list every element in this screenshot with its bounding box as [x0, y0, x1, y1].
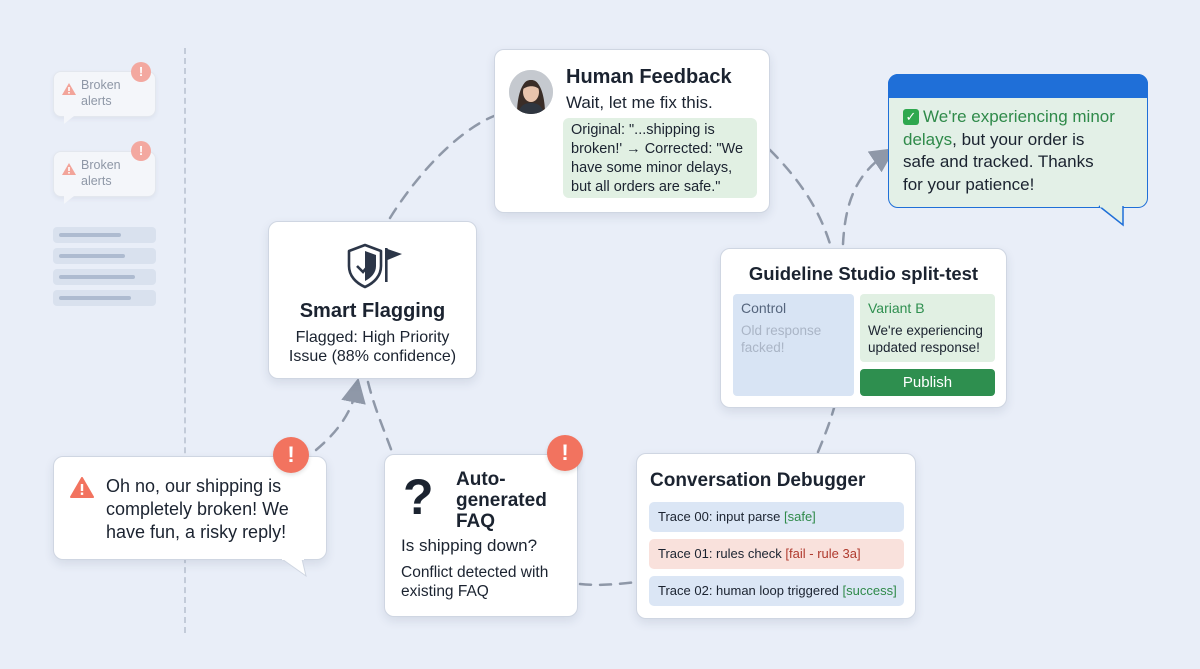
- bubble-tail: [1098, 205, 1124, 227]
- correction-box: Original: "...shipping is broken!' → Cor…: [563, 118, 757, 198]
- sidebar-divider: [184, 48, 186, 633]
- reply-header-bar: [887, 73, 1148, 98]
- connector-faq-to-debugger: [578, 580, 638, 587]
- shield-flag-icon: [347, 243, 402, 289]
- trace-row[interactable]: Trace 00: input parse [safe]: [649, 502, 904, 532]
- conversation-debugger-card[interactable]: Conversation Debugger Trace 00: input pa…: [636, 453, 916, 619]
- alert-badge: !: [131, 62, 151, 82]
- guideline-studio-title: Guideline Studio split-test: [748, 263, 979, 284]
- control-panel: Control Old response facked!: [733, 294, 854, 396]
- variant-b-panel: Variant B We're experiencing updated res…: [860, 294, 995, 362]
- warning-icon: [70, 477, 94, 498]
- sidebar-alert-label: Broken alerts: [81, 158, 121, 188]
- connector-debugger-to-studio: [816, 406, 836, 454]
- bubble-tail: [64, 196, 74, 204]
- warning-icon: [62, 163, 76, 175]
- skeleton-line: [53, 269, 156, 285]
- skeleton-line: [53, 290, 156, 306]
- smart-flagging-card[interactable]: Smart Flagging Flagged: High Priority Is…: [268, 221, 477, 379]
- debugger-title: Conversation Debugger: [650, 470, 866, 491]
- bubble-tail: [64, 116, 74, 124]
- alert-badge: !: [547, 435, 583, 471]
- sidebar-alert-label: Broken alerts: [81, 78, 121, 108]
- auto-faq-card[interactable]: ? Auto- generated FAQ Is shipping down? …: [384, 454, 578, 617]
- reply-text: ✓We're experiencing minor delays, but yo…: [903, 107, 1115, 194]
- human-feedback-title: Human Feedback: [566, 66, 732, 88]
- connector-studio-to-reply: [841, 148, 896, 246]
- faq-conflict-note: Conflict detected with existing FAQ: [401, 564, 549, 600]
- faq-title: Auto- generated FAQ: [456, 469, 547, 532]
- human-feedback-card[interactable]: Human Feedback Wait, let me fix this. Or…: [494, 49, 770, 213]
- alert-badge: !: [273, 437, 309, 473]
- connector-flag-to-feedback: [388, 114, 496, 220]
- shipping-message-bubble[interactable]: Oh no, our shipping is completely broken…: [53, 456, 327, 560]
- smart-flagging-detail: Flagged: High Priority Issue (88% confid…: [288, 329, 457, 365]
- avatar: [509, 70, 553, 114]
- human-feedback-subtitle: Wait, let me fix this.: [566, 93, 713, 112]
- checkmark-icon: ✓: [903, 109, 919, 125]
- trace-row[interactable]: Trace 01: rules check [fail - rule 3a]: [649, 539, 904, 569]
- warning-icon: [62, 83, 76, 95]
- connector-feedback-to-studio: [768, 148, 832, 246]
- guideline-studio-card[interactable]: Guideline Studio split-test Control Old …: [720, 248, 1007, 408]
- faq-question: Is shipping down?: [401, 536, 538, 555]
- bubble-tail: [282, 558, 307, 578]
- publish-button[interactable]: Publish: [860, 369, 995, 396]
- question-icon: ?: [403, 469, 434, 525]
- corrected-reply-bubble[interactable]: ✓We're experiencing minor delays, but yo…: [887, 73, 1148, 208]
- trace-row[interactable]: Trace 02: human loop triggered [success]: [649, 576, 904, 606]
- alert-badge: !: [131, 141, 151, 161]
- connector-ship-to-flag: [314, 377, 366, 452]
- skeleton-line: [53, 227, 156, 243]
- connector-flag-to-faq: [366, 380, 394, 454]
- skeleton-line: [53, 248, 156, 264]
- shipping-message-text: Oh no, our shipping is completely broken…: [106, 476, 289, 542]
- smart-flagging-title: Smart Flagging: [299, 300, 446, 322]
